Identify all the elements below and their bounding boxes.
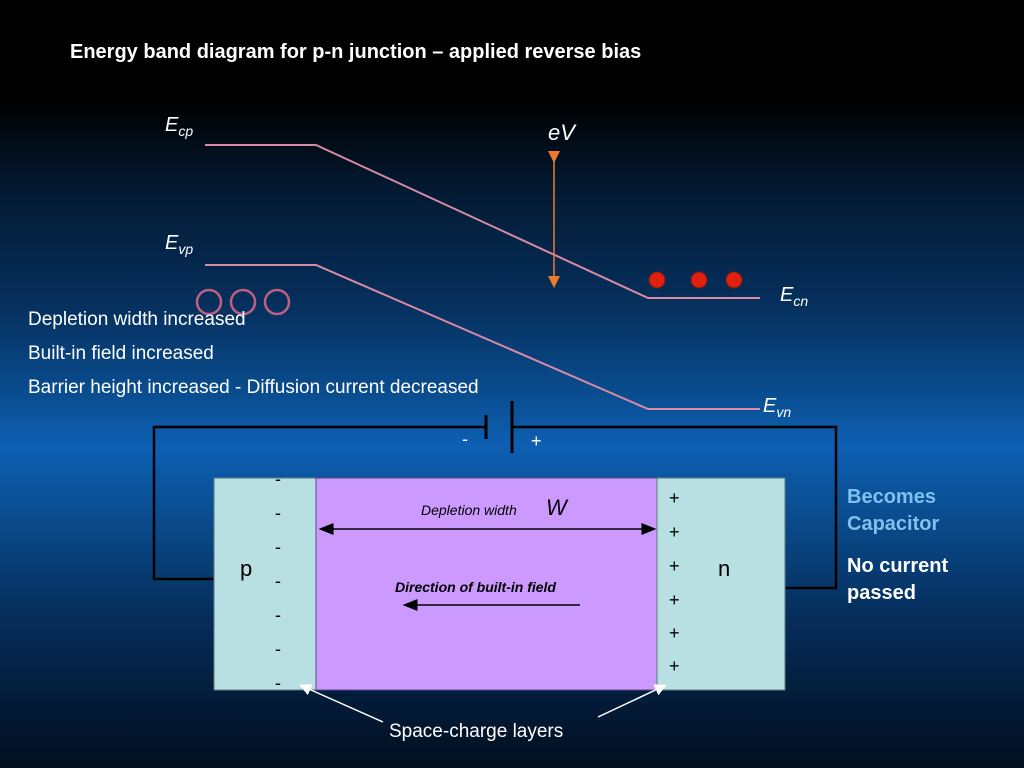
slide-title: Energy band diagram for p-n junction – a… — [70, 41, 642, 63]
capacitor-note-line2: Capacitor — [847, 513, 940, 535]
evn-label-main: E — [763, 395, 777, 417]
hole-circle — [229, 288, 257, 316]
n-region-label: n — [718, 556, 731, 581]
ev-label: eV — [548, 120, 575, 145]
negative-charge: - — [275, 605, 281, 625]
capacitor-note-line1: Becomes — [847, 486, 936, 508]
current-note-line1: No current — [847, 555, 949, 577]
ecn-label: Ecn — [780, 284, 808, 309]
electron-dot — [725, 271, 743, 289]
ecp-label: Ecp — [165, 114, 193, 139]
positive-charge: + — [669, 590, 680, 610]
space-charge-label: Space-charge layers — [389, 721, 564, 742]
battery-minus-sign: - — [462, 429, 468, 449]
negative-charge: - — [275, 673, 281, 693]
circuit-wire-left — [152, 425, 486, 581]
electron-dot — [648, 271, 666, 289]
negative-charge: - — [275, 571, 281, 591]
electron-dot — [690, 271, 708, 289]
hole-circle — [263, 288, 291, 316]
circuit-wire-right — [512, 425, 838, 590]
p-region — [213, 477, 317, 691]
negative-charge: - — [275, 503, 281, 523]
depletion-width-symbol: W — [546, 495, 567, 520]
ecp-label-sub: cp — [178, 123, 194, 139]
depletion-width-label: Depletion width — [421, 502, 517, 518]
conduction-band-line — [205, 144, 760, 299]
positive-charge: + — [669, 488, 680, 508]
current-note-line2: passed — [847, 582, 916, 604]
evp-label: Evp — [165, 232, 193, 257]
positive-charge: + — [669, 656, 680, 676]
note-barrier-height: Barrier height increased - Diffusion cur… — [28, 377, 479, 398]
p-region-label: p — [240, 556, 253, 581]
positive-charge: + — [669, 522, 680, 542]
negative-charge: - — [275, 639, 281, 659]
negative-charge: - — [275, 469, 281, 489]
ecp-label-main: E — [165, 114, 179, 136]
note-built-in-field: Built-in field increased — [28, 343, 214, 364]
negative-charge: - — [275, 537, 281, 557]
space-charge-pointer-right — [597, 684, 667, 718]
depletion-region — [315, 477, 658, 691]
hole-circle — [195, 288, 223, 316]
space-charge-pointer-left — [299, 684, 384, 723]
note-depletion-width: Depletion width increased — [28, 309, 246, 330]
battery-plus-sign: + — [531, 431, 542, 451]
evn-label: Evn — [763, 395, 791, 420]
ecn-label-sub: cn — [793, 293, 809, 309]
evp-label-sub: vp — [178, 241, 194, 257]
built-in-field-label: Direction of built-in field — [395, 579, 556, 595]
positive-charge: + — [669, 556, 680, 576]
ecn-label-main: E — [780, 284, 794, 306]
positive-charge: + — [669, 623, 680, 643]
evn-label-sub: vn — [776, 404, 792, 420]
valence-band-line — [205, 264, 760, 410]
n-region — [656, 477, 786, 691]
evp-label-main: E — [165, 232, 179, 254]
